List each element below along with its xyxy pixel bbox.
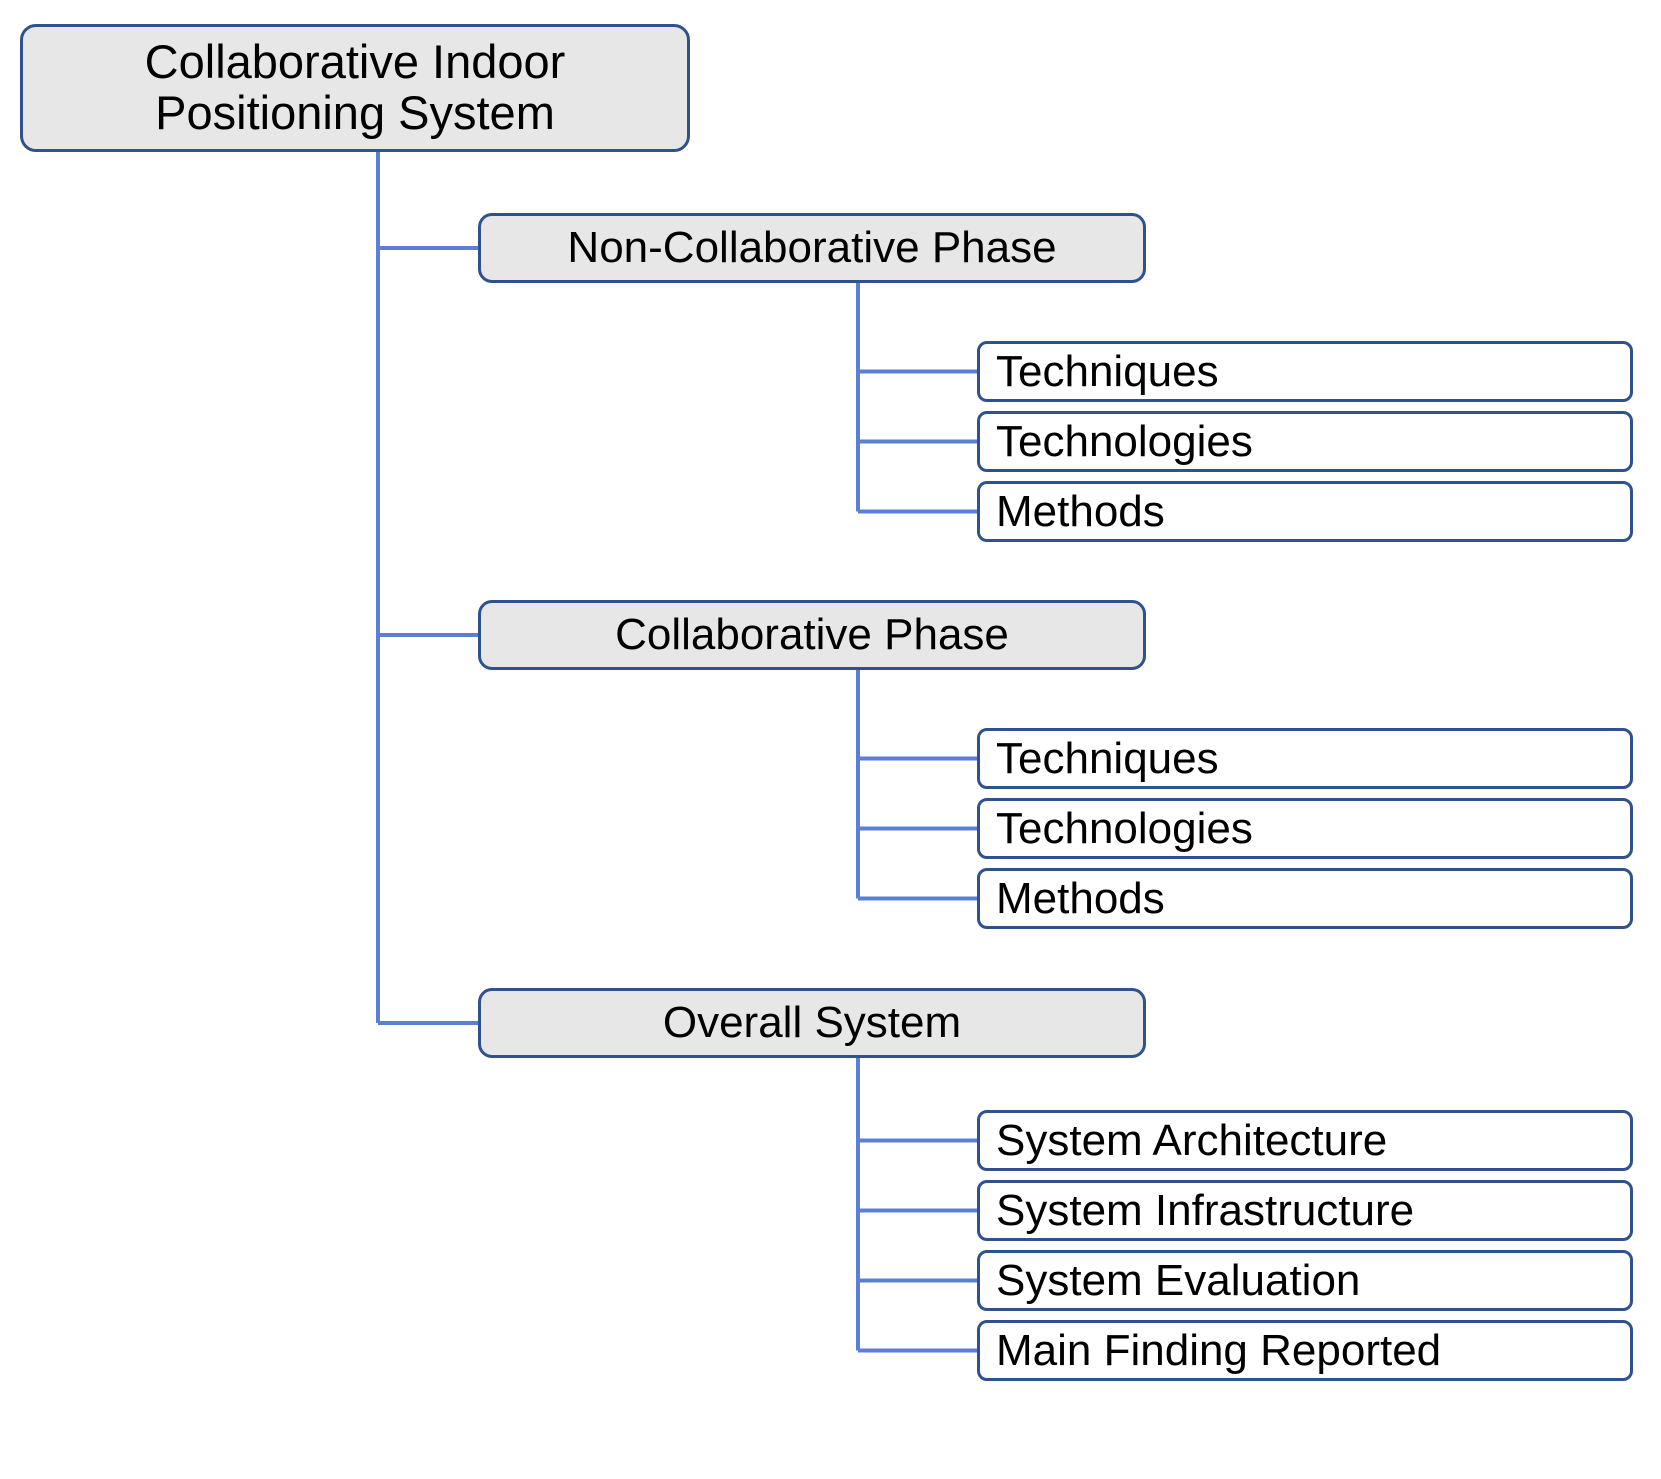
leaf-node-overall-system-system-infrastructure[interactable]: System Infrastructure: [977, 1180, 1633, 1241]
root-node-label: Collaborative Indoor Positioning System: [144, 35, 566, 139]
leaf-node-overall-system-main-finding-reported[interactable]: Main Finding Reported: [977, 1320, 1633, 1381]
leaf-node-collaborative-phase-techniques-label: Techniques: [996, 733, 1219, 783]
branch-node-overall-system-label: Overall System: [662, 998, 962, 1048]
branch-node-overall-system[interactable]: Overall System: [478, 988, 1146, 1058]
leaf-node-collaborative-phase-methods[interactable]: Methods: [977, 868, 1633, 929]
leaf-node-overall-system-system-infrastructure-label: System Infrastructure: [996, 1185, 1415, 1235]
leaf-node-overall-system-system-evaluation[interactable]: System Evaluation: [977, 1250, 1633, 1311]
leaf-node-non-collaborative-phase-technologies-label: Technologies: [996, 416, 1253, 466]
root-node[interactable]: Collaborative Indoor Positioning System: [20, 24, 690, 152]
leaf-node-overall-system-system-architecture-label: System Architecture: [996, 1115, 1388, 1165]
leaf-node-non-collaborative-phase-technologies[interactable]: Technologies: [977, 411, 1633, 472]
leaf-node-overall-system-system-architecture[interactable]: System Architecture: [977, 1110, 1633, 1171]
leaf-node-non-collaborative-phase-methods-label: Methods: [996, 486, 1165, 536]
leaf-node-non-collaborative-phase-techniques-label: Techniques: [996, 346, 1219, 396]
leaf-node-collaborative-phase-methods-label: Methods: [996, 873, 1165, 923]
leaf-node-collaborative-phase-technologies-label: Technologies: [996, 803, 1253, 853]
leaf-node-overall-system-main-finding-reported-label: Main Finding Reported: [996, 1325, 1442, 1375]
leaf-node-collaborative-phase-technologies[interactable]: Technologies: [977, 798, 1633, 859]
branch-node-collaborative-phase-label: Collaborative Phase: [615, 610, 1009, 660]
branch-node-non-collaborative-phase[interactable]: Non-Collaborative Phase: [478, 213, 1146, 283]
branch-node-non-collaborative-phase-label: Non-Collaborative Phase: [567, 223, 1057, 273]
leaf-node-collaborative-phase-techniques[interactable]: Techniques: [977, 728, 1633, 789]
leaf-node-non-collaborative-phase-methods[interactable]: Methods: [977, 481, 1633, 542]
leaf-node-non-collaborative-phase-techniques[interactable]: Techniques: [977, 341, 1633, 402]
leaf-node-overall-system-system-evaluation-label: System Evaluation: [996, 1255, 1361, 1305]
branch-node-collaborative-phase[interactable]: Collaborative Phase: [478, 600, 1146, 670]
